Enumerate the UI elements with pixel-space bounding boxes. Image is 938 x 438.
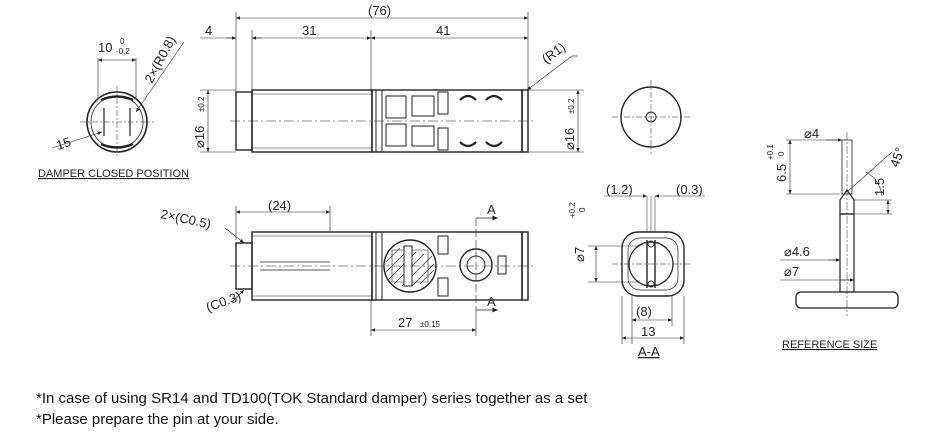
dim-8: (8)	[636, 304, 652, 319]
section-mark-a-top: A	[487, 202, 496, 217]
side-view-top	[200, 12, 584, 153]
dim-6-5-tol-up: +0.1	[766, 144, 775, 160]
dim-c03: (C0.3)	[204, 288, 243, 314]
dim-length-4: 4	[205, 23, 212, 38]
dim-dia16-left: ⌀16	[192, 126, 207, 148]
caption-section-aa: A-A	[638, 344, 660, 359]
dim-r08: 2×(R0.8)	[141, 33, 178, 85]
dim-dia16-right: ⌀16	[562, 128, 577, 150]
dim-dia7-tol-up: +0.2	[568, 202, 577, 218]
dim-overall-length: (76)	[368, 3, 391, 18]
dim-15: 15	[54, 134, 72, 153]
note-line-1: *In case of using SR14 and TD100(TOK Sta…	[36, 390, 588, 407]
dim-6-5-tol-dn: 0	[777, 151, 786, 156]
section-mark-a-bottom: A	[487, 294, 496, 309]
dim-c05: 2×(C0.5)	[159, 206, 212, 231]
dim-dia7: ⌀7	[572, 247, 587, 262]
section-view-aa	[588, 194, 705, 344]
dim-1-2: (1.2)	[606, 182, 633, 197]
dim-10-tol-up: 0	[120, 37, 125, 46]
dim-dia16-left-tol: ±0.2	[197, 96, 206, 112]
dim-dia16-right-tol: ±0.2	[567, 98, 576, 114]
reference-pin	[780, 132, 899, 316]
dim-1-5: 1.5	[872, 178, 887, 196]
note-line-2: *Please prepare the pin at your side.	[36, 411, 279, 428]
dim-10-tol-dn: -0.2	[116, 47, 130, 56]
end-view-left	[51, 41, 185, 158]
dim-length-31: 31	[302, 23, 316, 38]
dim-length-41: 41	[436, 23, 450, 38]
dim-dia7-pin: ⌀7	[784, 264, 799, 279]
dim-13: 13	[641, 324, 655, 339]
dim-6-5: 6.5	[774, 164, 789, 182]
caption-damper-closed: DAMPER CLOSED POSITION	[38, 168, 189, 180]
dim-dia4-6: ⌀4.6	[784, 244, 810, 259]
end-view-right	[612, 80, 690, 154]
dim-angle-45: 45°	[887, 145, 908, 169]
dim-length-24: (24)	[268, 198, 291, 213]
dim-length-27-tol: ±0.15	[420, 320, 441, 329]
dim-10: 10	[98, 40, 112, 55]
dim-dia7-tol-dn: 0	[578, 207, 587, 212]
dim-0-3: (0.3)	[676, 182, 703, 197]
caption-reference-size: REFERENCE SIZE	[782, 339, 877, 351]
dim-dia4: ⌀4	[804, 126, 819, 141]
side-view-bottom	[224, 206, 534, 336]
dim-length-27: 27	[398, 315, 412, 330]
